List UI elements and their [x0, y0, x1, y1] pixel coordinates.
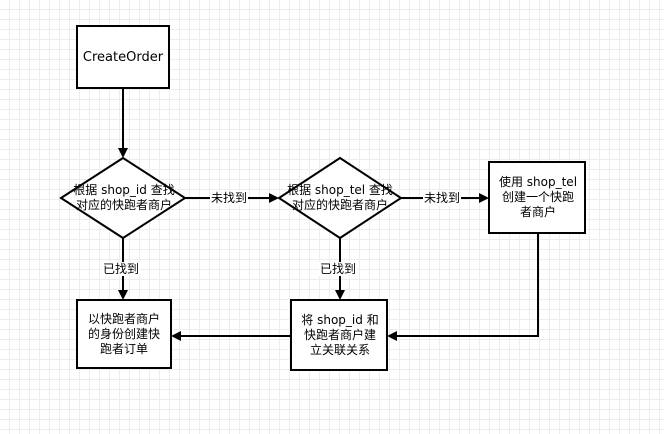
create-as-merchant-label: 以快跑者商户的身份创建快跑者订单 — [86, 300, 162, 368]
create-order-box[interactable] — [76, 25, 170, 89]
lookup-shop-id-text: 根据 shop_id 查找对应的快跑者商户 — [73, 183, 175, 212]
edge-label-found-1: 已找到 — [102, 262, 141, 276]
link-relation-label: 将 shop_id 和快跑者商户建立关联关系 — [299, 300, 381, 370]
create-as-merchant-text: 以快跑者商户的身份创建快跑者订单 — [87, 311, 160, 356]
create-order-label: CreateOrder — [77, 26, 169, 88]
lookup-shop-tel-label: 根据 shop_tel 查找对应的快跑者商户 — [286, 168, 394, 228]
edge-label-not-found-1: 未找到 — [210, 191, 249, 205]
link-relation-box[interactable] — [290, 299, 388, 371]
create-merchant-text: 使用 shop_tel 创建一个快跑者商户 — [498, 175, 581, 219]
lookup-shop-id-label: 根据 shop_id 查找对应的快跑者商户 — [72, 168, 176, 228]
edge-label-not-found-2: 未找到 — [423, 191, 462, 205]
edge-create-merchant-to-link — [387, 233, 539, 341]
edge-label-found-2: 已找到 — [319, 262, 358, 276]
edge-link-to-create-order-as-merchant — [171, 331, 291, 341]
link-relation-text: 将 shop_id 和快跑者商户建立关联关系 — [301, 312, 379, 357]
lookup-shop-tel-text: 根据 shop_tel 查找对应的快跑者商户 — [287, 183, 393, 212]
edge-create-to-lookup-id — [118, 88, 128, 158]
create-as-merchant-box[interactable] — [76, 299, 172, 369]
create-order-text: CreateOrder — [82, 49, 164, 65]
create-merchant-label: 使用 shop_tel 创建一个快跑者商户 — [497, 162, 579, 233]
